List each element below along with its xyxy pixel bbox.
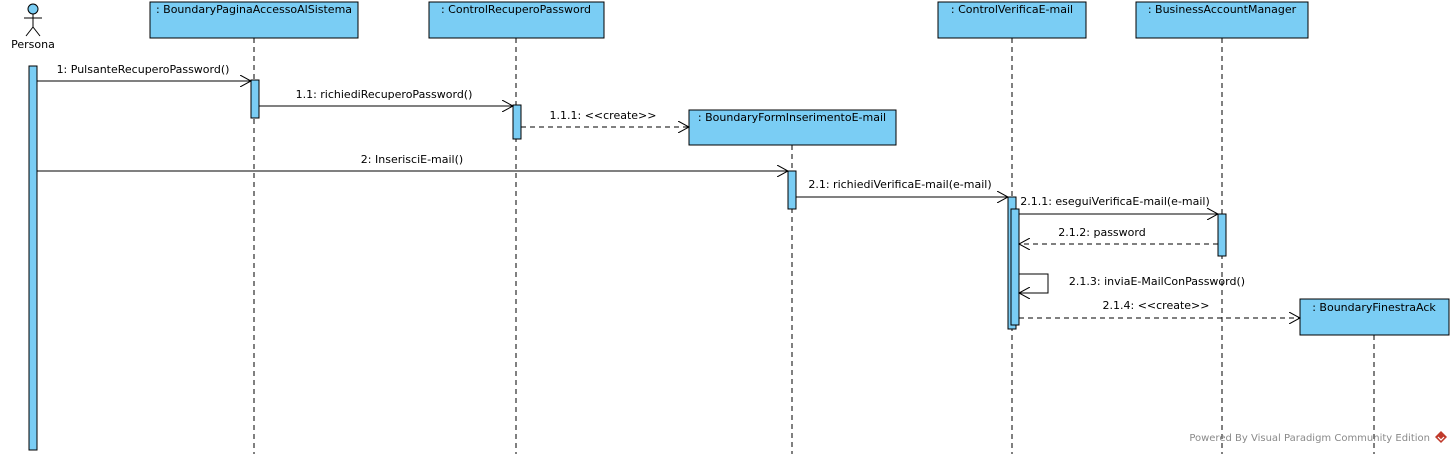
message-label: 2.1.4: <<create>> bbox=[1103, 299, 1210, 312]
lifeline-label: : BoundaryPaginaAccessoAlSistema bbox=[156, 3, 352, 16]
lifeline-box bbox=[688, 109, 897, 146]
message-label: 2: InserisciE-mail() bbox=[361, 153, 463, 166]
message-label: 2.1.2: password bbox=[1058, 226, 1145, 239]
message-1[interactable]: 1: PulsanteRecuperoPassword() bbox=[37, 63, 251, 81]
watermark: Powered By Visual Paradigm Community Edi… bbox=[1189, 431, 1447, 444]
lifeline-boundary-finestra-ack[interactable]: : BoundaryFinestraAck bbox=[1299, 298, 1450, 454]
stick-figure-icon bbox=[24, 3, 42, 37]
message-label: 2.1.1: eseguiVerificaE-mail(e-mail) bbox=[1020, 195, 1210, 208]
lifeline-boundary-pagina-accesso[interactable]: : BoundaryPaginaAccessoAlSistema bbox=[149, 1, 359, 454]
lifeline-label: : ControlVerificaE-mail bbox=[951, 3, 1073, 16]
message-2-1-2[interactable]: 2.1.2: password bbox=[1019, 226, 1218, 244]
activation-bar-pagina-accesso bbox=[250, 79, 260, 119]
lifeline-control-recupero-password[interactable]: : ControlRecuperoPassword bbox=[428, 1, 605, 454]
activation-bar-verifica-email-inner bbox=[1010, 208, 1020, 326]
lifeline-box bbox=[149, 1, 359, 39]
message-2-1-1[interactable]: 2.1.1: eseguiVerificaE-mail(e-mail) bbox=[1019, 195, 1218, 214]
message-2-1-4[interactable]: 2.1.4: <<create>> bbox=[1019, 299, 1300, 318]
lifeline-label: : BoundaryFinestraAck bbox=[1312, 301, 1436, 314]
message-label: 1.1.1: <<create>> bbox=[550, 109, 657, 122]
message-2-1-3[interactable]: 2.1.3: inviaE-MailConPassword() bbox=[1019, 273, 1245, 293]
lifeline-label: : BoundaryFormInserimentoE-mail bbox=[698, 111, 886, 124]
lifeline-box bbox=[428, 1, 605, 39]
lifeline-label: : BusinessAccountManager bbox=[1148, 3, 1297, 16]
actor-persona[interactable]: Persona bbox=[11, 3, 55, 51]
activation-bar-control-recupero bbox=[512, 104, 522, 140]
message-arrow bbox=[1019, 273, 1049, 293]
message-label: 2.1: richiediVerificaE-mail(e-mail) bbox=[808, 178, 991, 191]
message-2-1[interactable]: 2.1: richiediVerificaE-mail(e-mail) bbox=[796, 178, 1008, 197]
message-2[interactable]: 2: InserisciE-mail() bbox=[37, 153, 788, 171]
visual-paradigm-logo-icon bbox=[1435, 431, 1447, 443]
lifeline-box bbox=[1135, 1, 1309, 39]
message-1-1-1[interactable]: 1.1.1: <<create>> bbox=[521, 109, 689, 127]
lifeline-label: : ControlRecuperoPassword bbox=[441, 3, 591, 16]
lifeline-business-account-manager[interactable]: : BusinessAccountManager bbox=[1135, 1, 1309, 454]
actor-label: Persona bbox=[11, 38, 55, 51]
lifeline-boundary-form-email[interactable]: : BoundaryFormInserimentoE-mail bbox=[688, 109, 897, 454]
watermark-text: Powered By Visual Paradigm Community Edi… bbox=[1189, 433, 1430, 444]
activation-bar-account-manager bbox=[1217, 213, 1227, 257]
message-label: 1: PulsanteRecuperoPassword() bbox=[57, 63, 230, 76]
message-label: 2.1.3: inviaE-MailConPassword() bbox=[1069, 275, 1245, 288]
message-1-1[interactable]: 1.1: richiediRecuperoPassword() bbox=[259, 88, 513, 106]
activation-bar-persona bbox=[28, 65, 38, 451]
message-label: 1.1: richiediRecuperoPassword() bbox=[296, 88, 473, 101]
lifeline-box bbox=[937, 1, 1087, 39]
activation-bar-form-email bbox=[787, 170, 797, 210]
